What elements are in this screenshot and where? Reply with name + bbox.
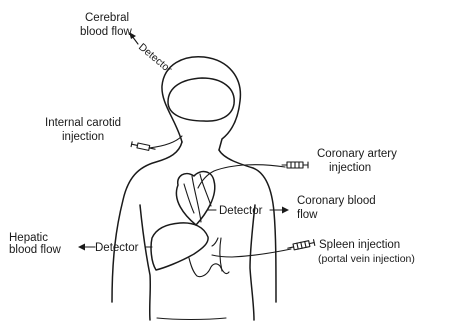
spleen-label-line2: (portal vein injection) [318, 253, 415, 265]
carotid-syringe-icon [131, 142, 156, 152]
coronary-detector-label: Detector [219, 205, 263, 217]
spleen-label-line1: Spleen injection [319, 239, 400, 251]
coronary-artery-label-line1: Coronary artery [317, 148, 397, 160]
heart-outline [176, 172, 214, 225]
coronary-artery-label-line2: injection [329, 162, 371, 174]
cerebral-label-line2: blood flow [80, 26, 132, 38]
right-torso-side [250, 205, 255, 320]
liver-outline [151, 223, 208, 270]
carotid-vessel [149, 136, 182, 148]
heart-vessel-3 [184, 184, 194, 213]
hepatic-arrow-icon [78, 244, 95, 251]
hepatic-detector-label: Detector [95, 242, 139, 254]
intestine-outline [189, 258, 229, 277]
left-shoulder-arm [112, 142, 182, 302]
hepatic-label-line2: blood flow [9, 244, 61, 256]
heart-vessel-1 [192, 176, 201, 222]
carotid-label-line2: injection [62, 131, 104, 143]
hepatic-label-line1: Hepatic [9, 232, 48, 244]
cerebral-label-line1: Cerebral [85, 12, 129, 24]
cerebral-detector-label: Detector [136, 41, 174, 76]
brain-outline [168, 78, 234, 121]
spleen-catheter-line [212, 249, 291, 257]
coronary-flow-label-line2: flow [297, 209, 318, 221]
head-outline [162, 57, 240, 150]
right-shoulder-arm [219, 150, 276, 302]
coronary-syringe-icon [282, 162, 308, 168]
carotid-label-line1: Internal carotid [45, 117, 121, 129]
coronary-flow-label-line1: Coronary blood [297, 195, 376, 207]
gut-curl [212, 238, 218, 246]
heart-icon [176, 172, 214, 225]
heart-vessel-2 [200, 174, 211, 206]
coronary-catheter-line [198, 165, 285, 188]
left-torso-side [140, 205, 150, 320]
waist-line [157, 318, 226, 320]
